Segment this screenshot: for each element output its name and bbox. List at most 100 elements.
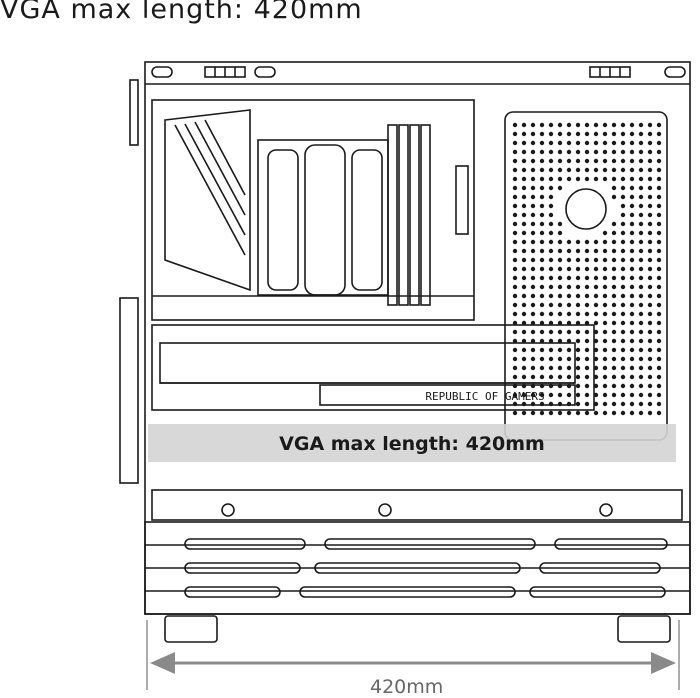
mesh-hole [575, 374, 581, 380]
mesh-hole [530, 185, 536, 191]
mesh-hole [584, 392, 590, 398]
mesh-hole [512, 356, 518, 362]
mesh-hole [575, 176, 581, 182]
mesh-hole [584, 131, 590, 137]
mesh-hole [611, 176, 617, 182]
mesh-hole [638, 185, 644, 191]
mesh-hole [530, 293, 536, 299]
mesh-hole [638, 302, 644, 308]
mesh-hole [575, 239, 581, 245]
mesh-hole [647, 374, 653, 380]
mesh-hole [557, 320, 563, 326]
mesh-hole [539, 230, 545, 236]
mesh-hole [656, 365, 662, 371]
mesh-hole [629, 374, 635, 380]
mesh-hole [557, 239, 563, 245]
mesh-hole [611, 185, 617, 191]
mesh-hole [620, 248, 626, 254]
mesh-hole [539, 122, 545, 128]
mesh-hole [512, 257, 518, 263]
mesh-hole [548, 401, 554, 407]
mesh-hole [548, 302, 554, 308]
mesh-hole [530, 311, 536, 317]
mesh-hole [593, 239, 599, 245]
mesh-hole [629, 329, 635, 335]
mesh-hole [539, 284, 545, 290]
mesh-hole [512, 185, 518, 191]
mesh-hole [647, 149, 653, 155]
mesh-hole [539, 410, 545, 416]
mesh-hole [647, 203, 653, 209]
mesh-hole [611, 221, 617, 227]
mesh-hole [620, 365, 626, 371]
mesh-hole [512, 401, 518, 407]
mesh-hole [647, 140, 653, 146]
mesh-hole [656, 275, 662, 281]
mesh-hole [566, 347, 572, 353]
mesh-hole [647, 392, 653, 398]
mesh-hole [512, 131, 518, 137]
mesh-hole [521, 230, 527, 236]
mesh-hole [548, 284, 554, 290]
mesh-hole [557, 275, 563, 281]
mesh-hole [656, 122, 662, 128]
mesh-hole [602, 122, 608, 128]
mesh-hole [512, 311, 518, 317]
mesh-hole [512, 248, 518, 254]
mesh-hole [557, 131, 563, 137]
mesh-hole [629, 365, 635, 371]
mesh-hole [521, 212, 527, 218]
mesh-hole [512, 122, 518, 128]
mesh-hole [548, 149, 554, 155]
mesh-hole [602, 239, 608, 245]
mesh-hole [629, 356, 635, 362]
mesh-hole [539, 248, 545, 254]
mesh-hole [611, 140, 617, 146]
mesh-hole [638, 257, 644, 263]
mesh-hole [512, 329, 518, 335]
mesh-hole [521, 158, 527, 164]
mesh-hole [584, 320, 590, 326]
mesh-hole [629, 131, 635, 137]
mesh-hole [575, 356, 581, 362]
mesh-hole [575, 257, 581, 263]
mesh-hole [521, 401, 527, 407]
mesh-hole [620, 140, 626, 146]
mesh-hole [620, 392, 626, 398]
mesh-hole [548, 392, 554, 398]
mesh-hole [611, 392, 617, 398]
mesh-hole [629, 401, 635, 407]
mesh-hole [638, 347, 644, 353]
mesh-hole [629, 311, 635, 317]
mesh-hole [512, 167, 518, 173]
mesh-hole [638, 410, 644, 416]
mesh-hole [647, 194, 653, 200]
mesh-hole [611, 149, 617, 155]
mesh-hole [584, 401, 590, 407]
dimension-label: 420mm [370, 676, 444, 698]
mesh-hole [530, 257, 536, 263]
mesh-hole [602, 410, 608, 416]
mesh-hole [638, 374, 644, 380]
mesh-hole [638, 329, 644, 335]
mesh-hole [593, 257, 599, 263]
mesh-hole [575, 275, 581, 281]
mesh-hole [638, 176, 644, 182]
mesh-hole [629, 149, 635, 155]
mesh-hole [647, 320, 653, 326]
mesh-hole [539, 212, 545, 218]
mesh-hole [530, 347, 536, 353]
dimension-arrow-left-icon [150, 652, 175, 674]
mesh-hole [620, 230, 626, 236]
case-outline [144, 61, 691, 615]
mesh-hole [656, 149, 662, 155]
mesh-hole [530, 329, 536, 335]
mesh-hole [557, 392, 563, 398]
mesh-hole [539, 266, 545, 272]
mesh-hole [548, 293, 554, 299]
mesh-hole [656, 356, 662, 362]
mesh-hole [557, 167, 563, 173]
mesh-hole [647, 185, 653, 191]
mesh-hole [638, 248, 644, 254]
mesh-hole [566, 248, 572, 254]
